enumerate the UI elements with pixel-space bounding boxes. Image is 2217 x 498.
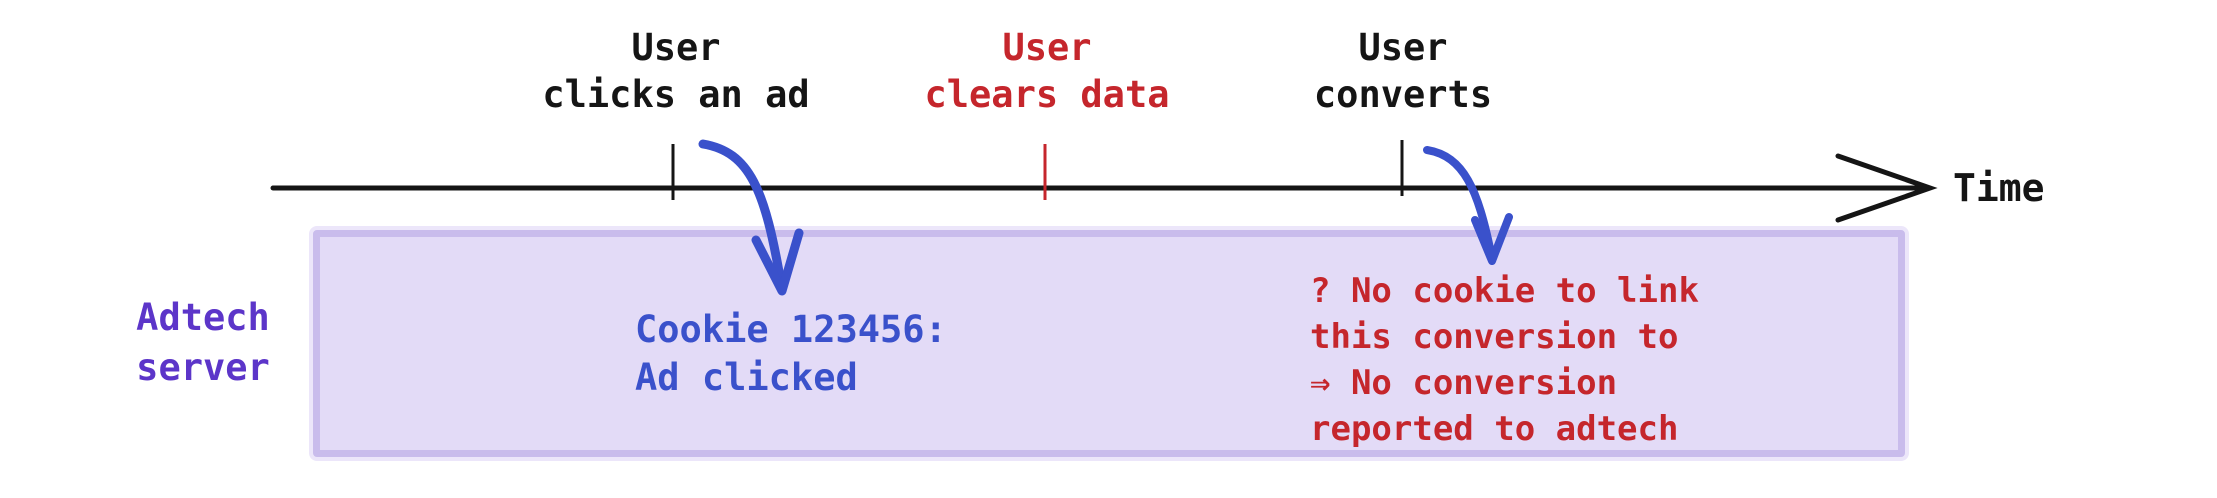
event-label-user-converts: User converts — [1313, 26, 1493, 116]
adtech-server-label: Adtech server — [136, 296, 270, 389]
convert-to-failure-arrow-icon — [1423, 146, 1513, 265]
adtech-server-box — [313, 230, 1905, 457]
time-axis-label: Time — [1953, 166, 2045, 210]
click-to-cookie-arrow-icon — [698, 139, 804, 296]
event-label-user-clicks-ad: User clicks an ad — [542, 26, 810, 116]
cookie-logged-note: Cookie 123456: Ad clicked — [635, 308, 947, 399]
time-axis-arrowhead-icon — [1835, 153, 1938, 223]
no-conversion-note: ? No cookie to link this conversion to ⇒… — [1310, 271, 1699, 449]
event-label-user-clears-data: User clears data — [924, 26, 1170, 116]
